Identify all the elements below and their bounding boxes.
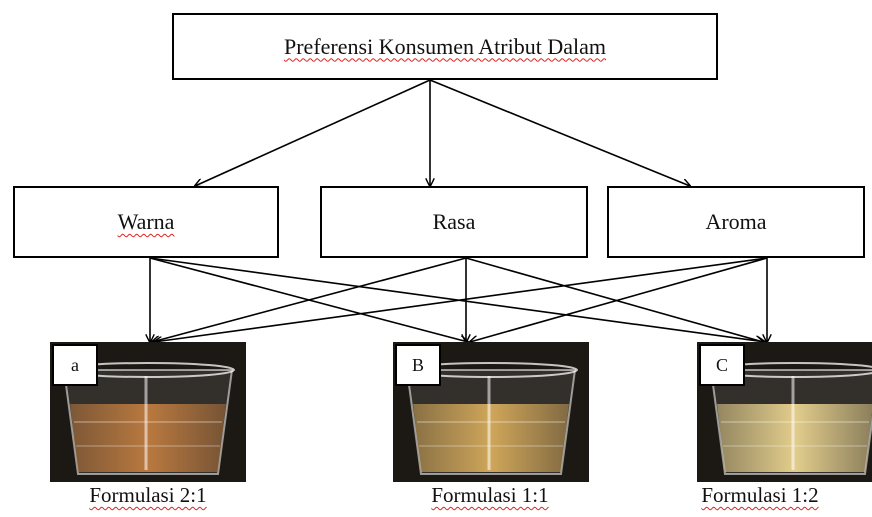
arrow-title-to-warna (195, 79, 431, 186)
caption-text-a: Formulasi 2:1 (89, 483, 207, 507)
sample-photo-b: B (393, 342, 589, 482)
attribute-label-rasa: Rasa (432, 209, 476, 234)
arrow-aroma-to-b (470, 257, 768, 342)
cup-illustration-a (50, 342, 246, 482)
caption-c: Formulasi 1:2 (640, 483, 872, 508)
sample-photo-c: C (697, 342, 872, 482)
attribute-box-warna: Warna (13, 186, 279, 258)
title-box: Preferensi Konsumen Atribut Dalam (172, 13, 718, 80)
arrow-rasa-to-c (465, 257, 763, 342)
arrow-rasa-to-a (152, 257, 467, 342)
title-text: Preferensi Konsumen Atribut Dalam (284, 33, 606, 59)
attribute-label-warna: Warna (117, 209, 175, 234)
cup-illustration-c (697, 342, 872, 482)
caption-a: Formulasi 2:1 (28, 483, 268, 508)
attribute-box-rasa: Rasa (320, 186, 588, 258)
caption-b: Formulasi 1:1 (370, 483, 610, 508)
attribute-box-aroma: Aroma (607, 186, 865, 258)
cup-liquid (70, 404, 226, 472)
sample-tag-b: B (395, 344, 441, 386)
sample-tag-c: C (699, 344, 745, 386)
cup-illustration-b (393, 342, 589, 482)
sample-tag-a: a (52, 344, 98, 386)
attribute-label-aroma: Aroma (705, 209, 767, 234)
caption-text-c: Formulasi 1:2 (701, 483, 819, 507)
sample-photo-a: a (50, 342, 246, 482)
caption-text-b: Formulasi 1:1 (431, 483, 549, 507)
arrow-title-to-aroma (429, 79, 690, 186)
arrow-aroma-to-a (154, 257, 768, 342)
cup-liquid (413, 404, 569, 472)
